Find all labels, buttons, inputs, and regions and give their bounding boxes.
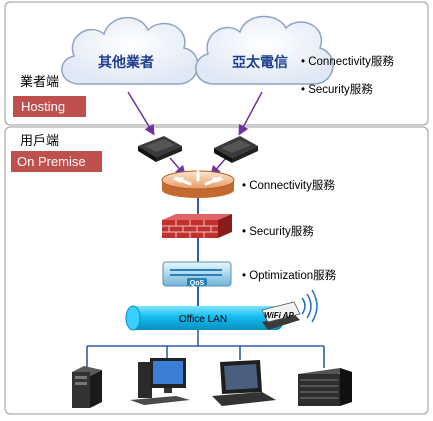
- connectivity-service: • Connectivity服務: [242, 178, 335, 192]
- provider-label: 業者端: [20, 74, 59, 89]
- arrow-modem-left-to-router: [169, 157, 186, 177]
- customer-label: 用戶端: [20, 133, 59, 148]
- router-icon: [161, 170, 235, 198]
- qos-label: QoS: [190, 280, 205, 287]
- laptop-icon: [212, 360, 276, 406]
- cloud-other-providers-label: 其他業者: [98, 54, 154, 70]
- customer-badge: [11, 151, 102, 172]
- firewall-icon: [162, 214, 232, 238]
- arrow-cloud-to-modem-left: [127, 91, 155, 136]
- provider-badge: [13, 96, 86, 117]
- cloud-apt-telecom: [195, 15, 334, 85]
- wifi-ap-label: WiFi AP: [264, 311, 295, 320]
- wifi-ap-icon: [261, 289, 318, 330]
- qos-appliance-icon: [162, 261, 232, 287]
- server-tower-icon: [72, 366, 102, 408]
- provider-badge-label: Hosting: [21, 99, 65, 114]
- modem-right-icon: [214, 136, 258, 163]
- office-lan-label: Office LAN: [179, 314, 227, 325]
- provider-zone: [4, 1, 429, 126]
- storage-array-icon: [298, 368, 352, 406]
- security-service: • Security服務: [242, 224, 314, 238]
- modem-left-icon: [138, 136, 182, 162]
- customer-badge-label: On Premise: [17, 154, 86, 169]
- cloud-other-providers: [61, 16, 199, 85]
- cloud-security-service: • Security服務: [301, 82, 373, 96]
- optimization-service: • Optimization服務: [242, 268, 337, 282]
- desktop-pc-icon: [130, 358, 190, 405]
- lan-distribution-lines: [86, 330, 325, 368]
- cloud-apt-telecom-label: 亞太電信: [232, 54, 288, 70]
- arrow-cloud-to-modem-right: [238, 91, 263, 136]
- customer-zone: [4, 126, 429, 415]
- cloud-connectivity-service: • Connectivity服務: [301, 54, 394, 68]
- arrow-modem-right-to-router: [210, 157, 227, 177]
